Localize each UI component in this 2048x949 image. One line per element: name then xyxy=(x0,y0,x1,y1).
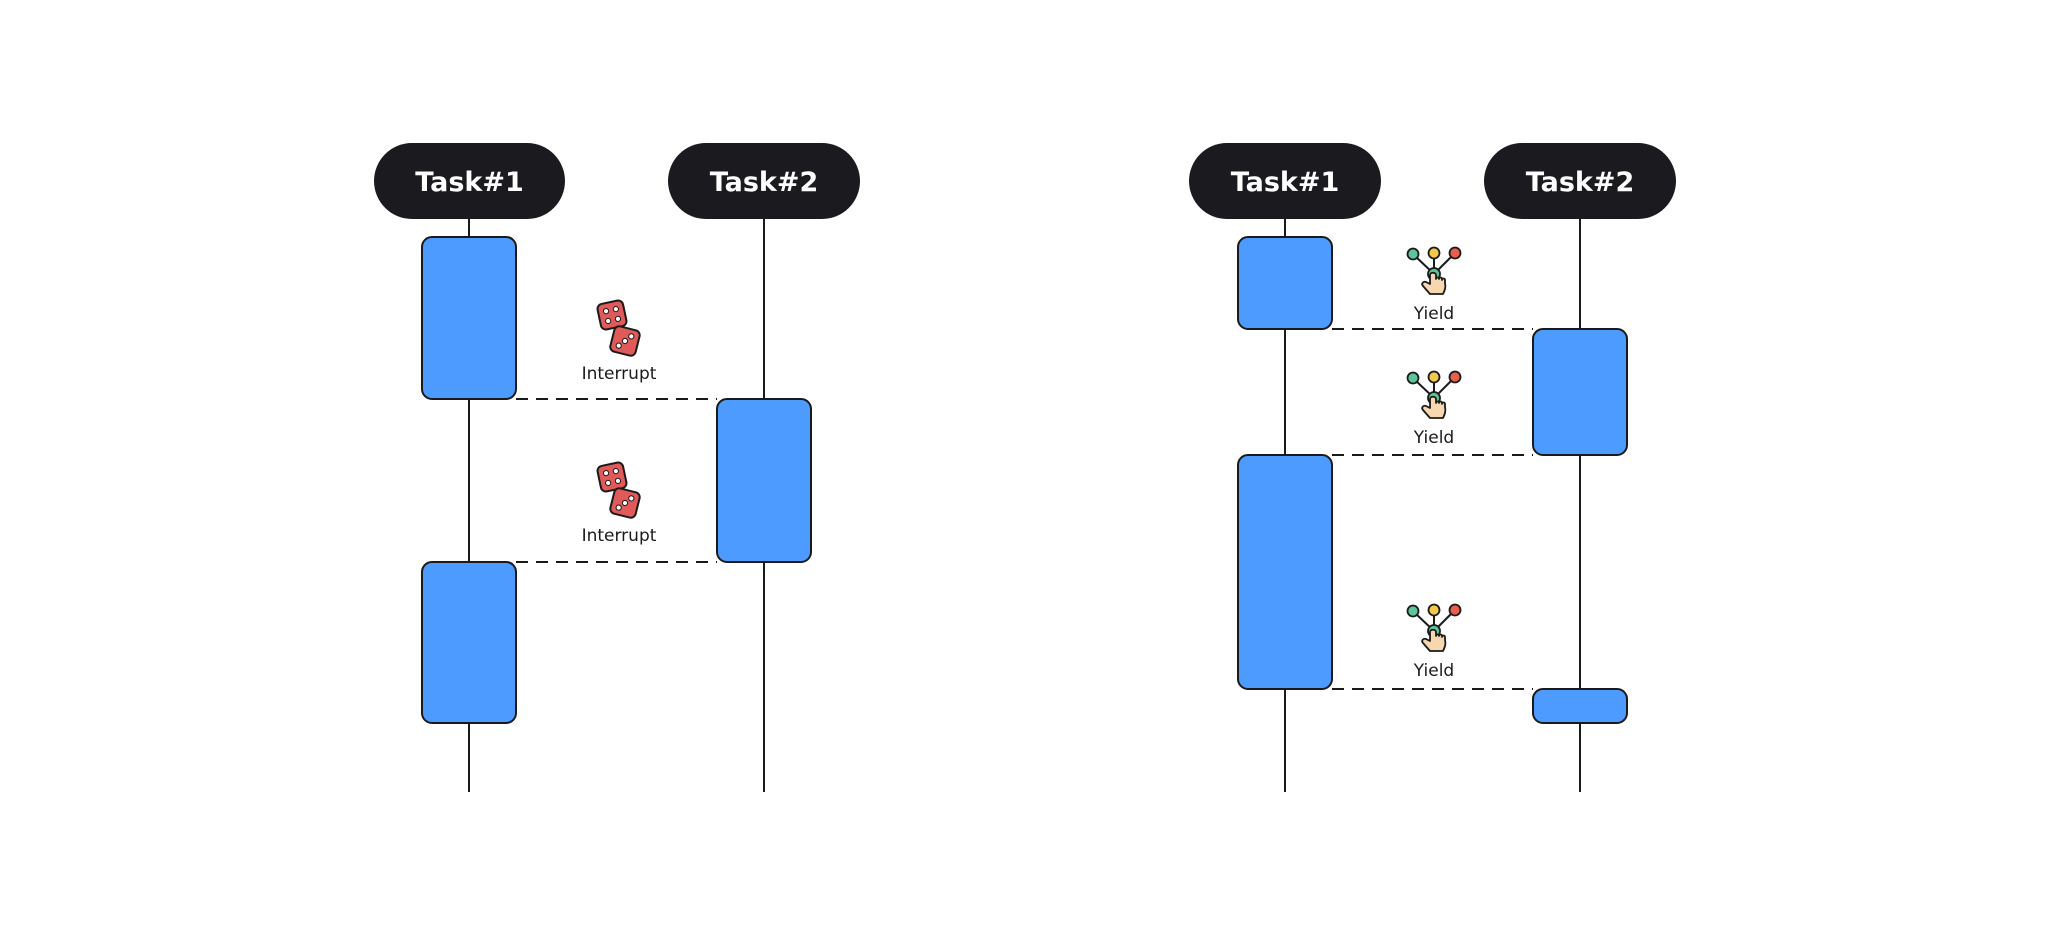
task1-execution-block xyxy=(421,561,517,724)
dice-icon xyxy=(595,298,642,358)
task1-header xyxy=(374,143,565,219)
interrupt-label: Interrupt xyxy=(582,526,657,546)
task1-execution-block xyxy=(1237,454,1333,690)
task2-header xyxy=(1484,143,1676,219)
task1-execution-block xyxy=(421,236,517,400)
task1-header xyxy=(1189,143,1381,219)
hand-pointer-network-icon xyxy=(1406,370,1462,419)
preemptive-diagram: Task#1 Task#2 Interrupt Interrupt xyxy=(374,143,860,792)
yield-label: Yield xyxy=(1413,304,1454,324)
yield-label: Yield xyxy=(1413,661,1454,681)
task1-execution-block xyxy=(1237,236,1333,330)
task2-label: Task#2 xyxy=(1526,167,1635,198)
hand-pointer-network-icon xyxy=(1406,246,1462,295)
task2-execution-block xyxy=(1532,688,1628,724)
yield-label: Yield xyxy=(1413,428,1454,448)
hand-pointer-network-icon xyxy=(1406,603,1462,652)
task2-execution-block xyxy=(716,398,812,563)
task2-execution-block xyxy=(1532,328,1628,456)
cooperative-diagram: Task#1 Task#2 Yield Yield Yield xyxy=(1189,143,1676,792)
task2-label: Task#2 xyxy=(710,167,819,198)
interrupt-label: Interrupt xyxy=(582,364,657,384)
task2-header xyxy=(668,143,860,219)
dice-icon xyxy=(595,460,642,520)
task1-label: Task#1 xyxy=(415,167,524,198)
task1-label: Task#1 xyxy=(1231,167,1340,198)
